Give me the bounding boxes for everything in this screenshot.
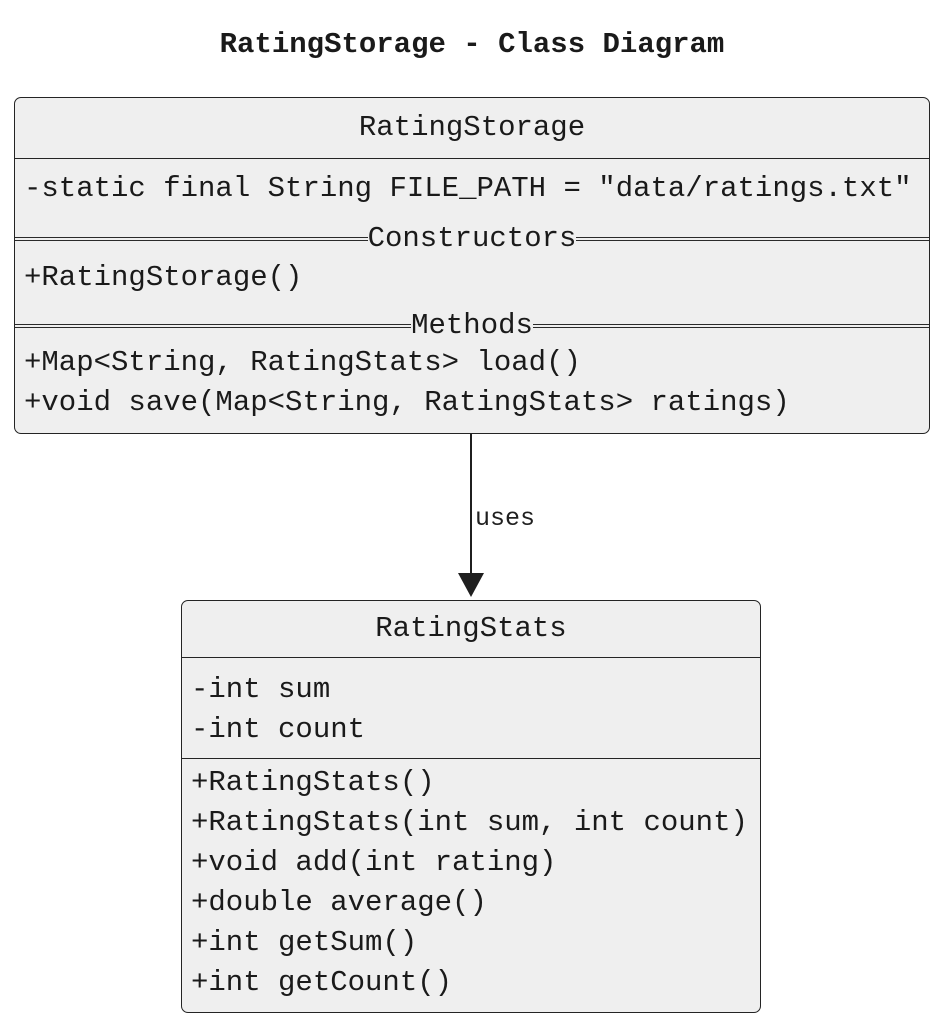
class-name-ratingstats: RatingStats xyxy=(182,601,760,658)
class-box-ratingstorage: RatingStorage -static final String FILE_… xyxy=(14,97,930,434)
divider-line-right xyxy=(532,324,930,328)
constructors-divider-label: Constructors xyxy=(367,222,577,255)
constructor-ratingstorage: +RatingStorage() xyxy=(24,261,303,294)
uses-edge-label: uses xyxy=(475,504,536,533)
constructor-ratingstats-args: +RatingStats(int sum, int count) xyxy=(191,806,748,839)
uses-arrowhead-icon xyxy=(458,573,484,597)
method-getsum: +int getSum() xyxy=(191,926,418,959)
method-load: +Map<String, RatingStats> load() xyxy=(24,346,581,379)
constructors-divider: Constructors xyxy=(15,222,929,256)
class-name-ratingstorage: RatingStorage xyxy=(15,98,929,159)
attribute-count: -int count xyxy=(191,713,366,746)
method-getcount: +int getCount() xyxy=(191,966,453,999)
methods-divider-label: Methods xyxy=(411,309,533,342)
field-file-path: -static final String FILE_PATH = "data/r… xyxy=(24,172,912,205)
method-average: +double average() xyxy=(191,886,487,919)
diagram-title: RatingStorage - Class Diagram xyxy=(219,28,725,61)
method-add: +void add(int rating) xyxy=(191,846,557,879)
class-box-ratingstats: RatingStats -int sum -int count +RatingS… xyxy=(181,600,761,1013)
ratingstats-methods-section: +RatingStats() +RatingStats(int sum, int… xyxy=(182,758,760,1013)
constructor-ratingstats: +RatingStats() xyxy=(191,766,435,799)
divider-line-left xyxy=(15,237,368,241)
uses-edge-line xyxy=(470,434,473,580)
attribute-sum: -int sum xyxy=(191,673,331,706)
divider-line-right xyxy=(576,237,929,241)
divider-line-left xyxy=(15,324,412,328)
methods-divider: Methods xyxy=(15,309,930,343)
ratingstats-attributes-section: -int sum -int count xyxy=(182,658,760,758)
method-save: +void save(Map<String, RatingStats> rati… xyxy=(24,386,790,419)
